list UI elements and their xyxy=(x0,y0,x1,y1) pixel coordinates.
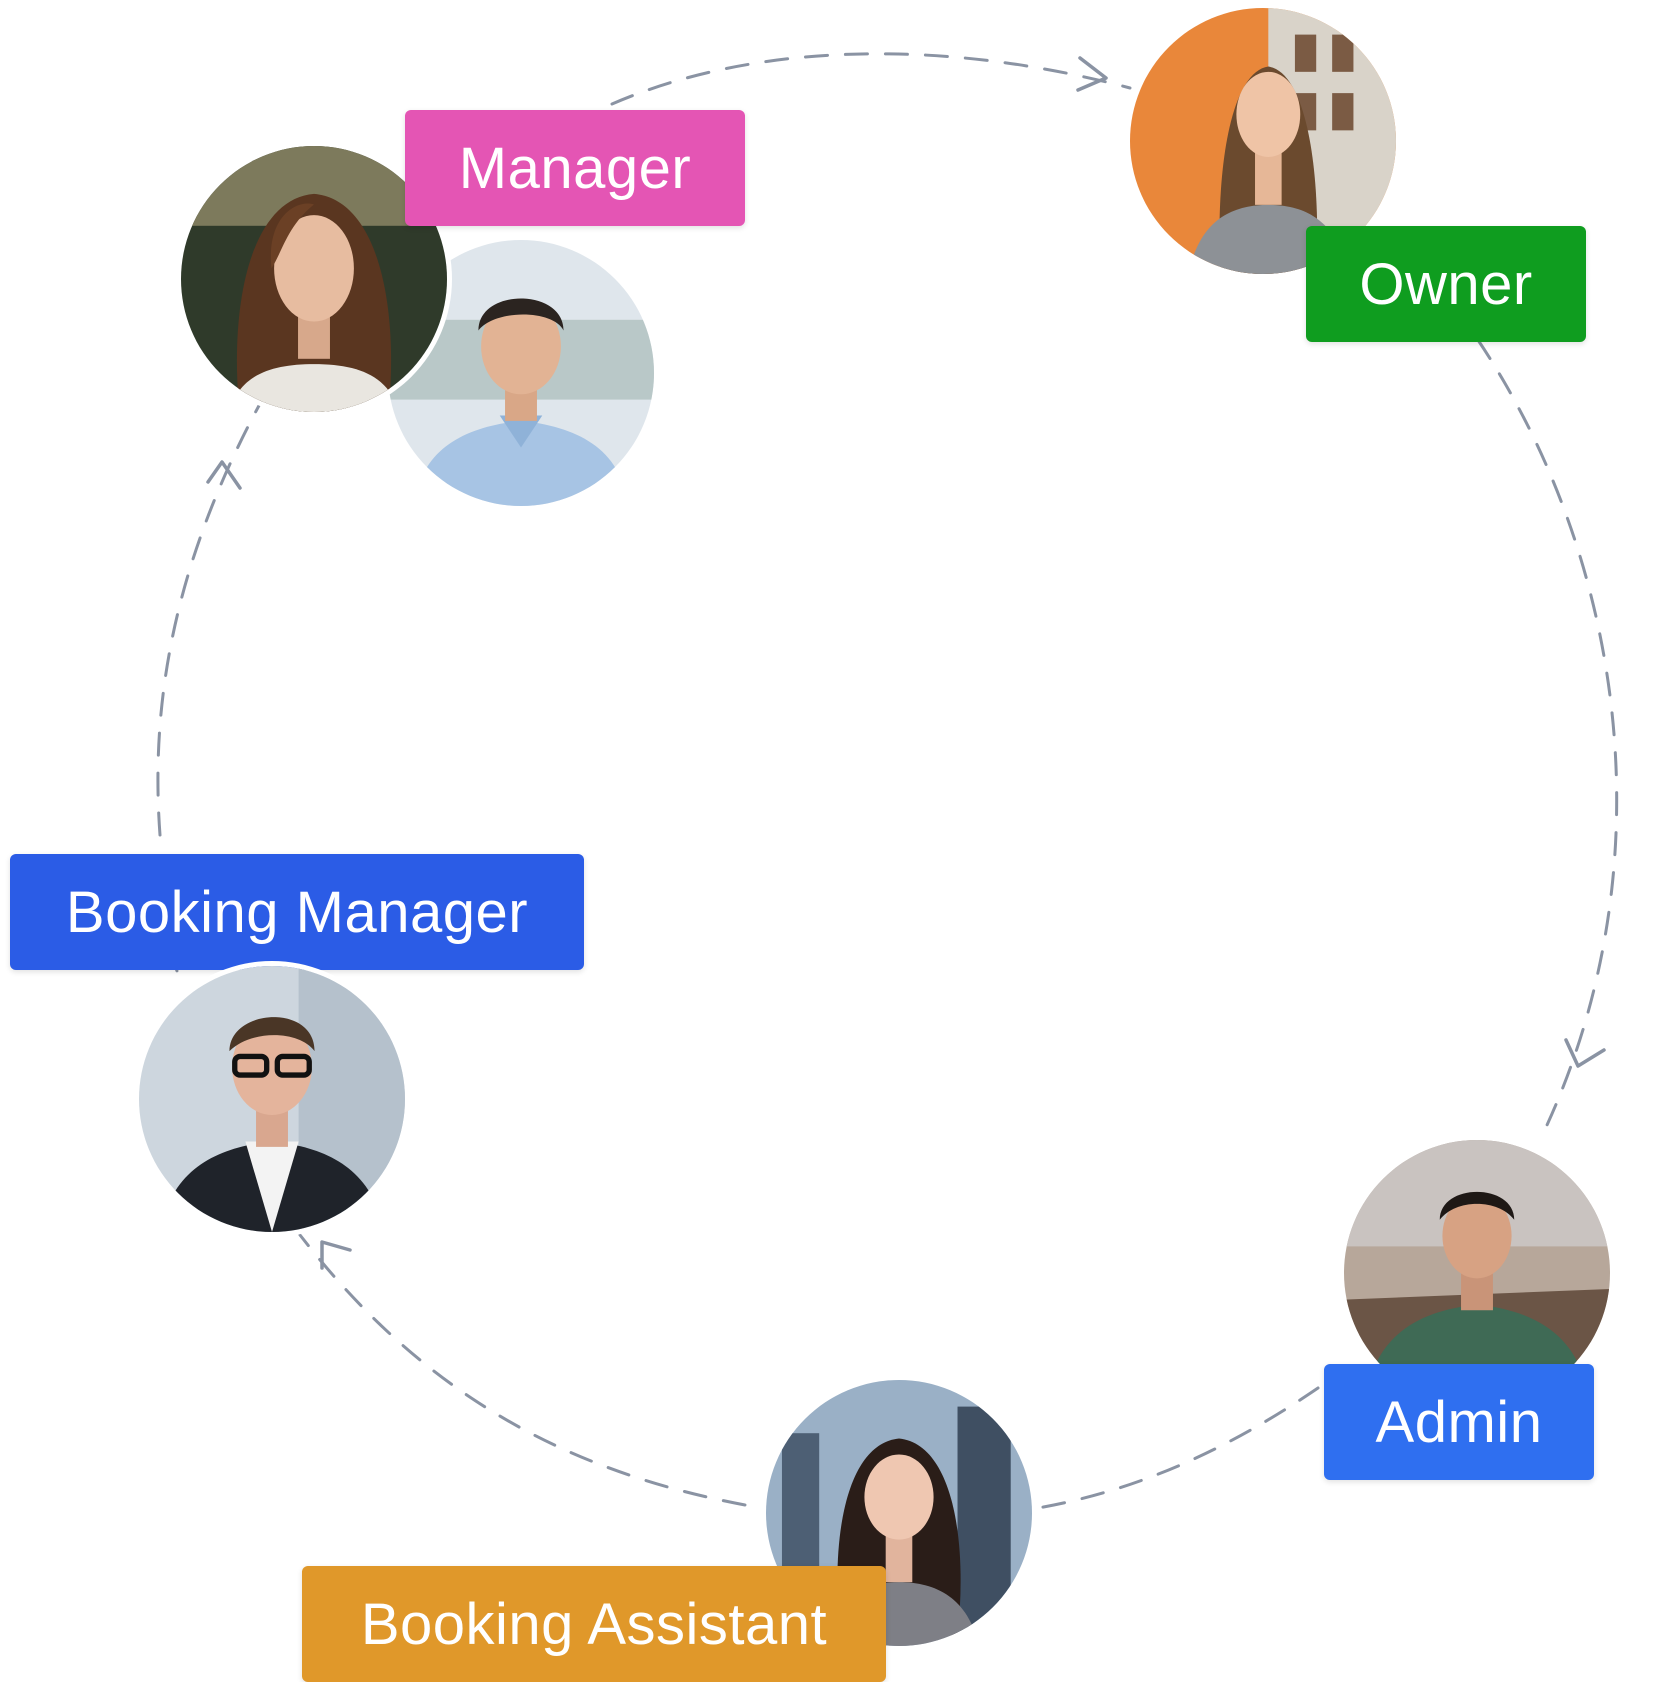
woman-portrait-icon xyxy=(181,146,447,412)
man-blue-shirt-portrait-icon xyxy=(388,240,654,506)
connector-booking-manager-to-manager xyxy=(156,398,264,837)
arrowhead-admin xyxy=(1564,1038,1606,1068)
booking-manager-avatar xyxy=(139,966,405,1232)
role-label-booking-manager: Booking Manager xyxy=(10,854,584,970)
arrowhead-manager xyxy=(206,460,242,490)
connector-assistant-to-booking-manager xyxy=(298,1233,747,1507)
arrowhead-booking-manager xyxy=(320,1240,352,1270)
manager-avatar-man xyxy=(388,240,654,506)
man-glasses-portrait-icon xyxy=(139,966,405,1232)
connector-admin-to-assistant xyxy=(1036,1386,1320,1510)
role-label-booking-assistant: Booking Assistant xyxy=(302,1566,886,1682)
role-label-admin: Admin xyxy=(1324,1364,1594,1480)
connector-owner-to-admin xyxy=(1476,338,1619,1142)
role-label-manager: Manager xyxy=(405,110,745,226)
connector-manager-to-owner xyxy=(610,52,1132,106)
manager-avatar-woman xyxy=(181,146,447,412)
arrowhead-owner xyxy=(1076,56,1108,92)
role-label-owner: Owner xyxy=(1306,226,1586,342)
